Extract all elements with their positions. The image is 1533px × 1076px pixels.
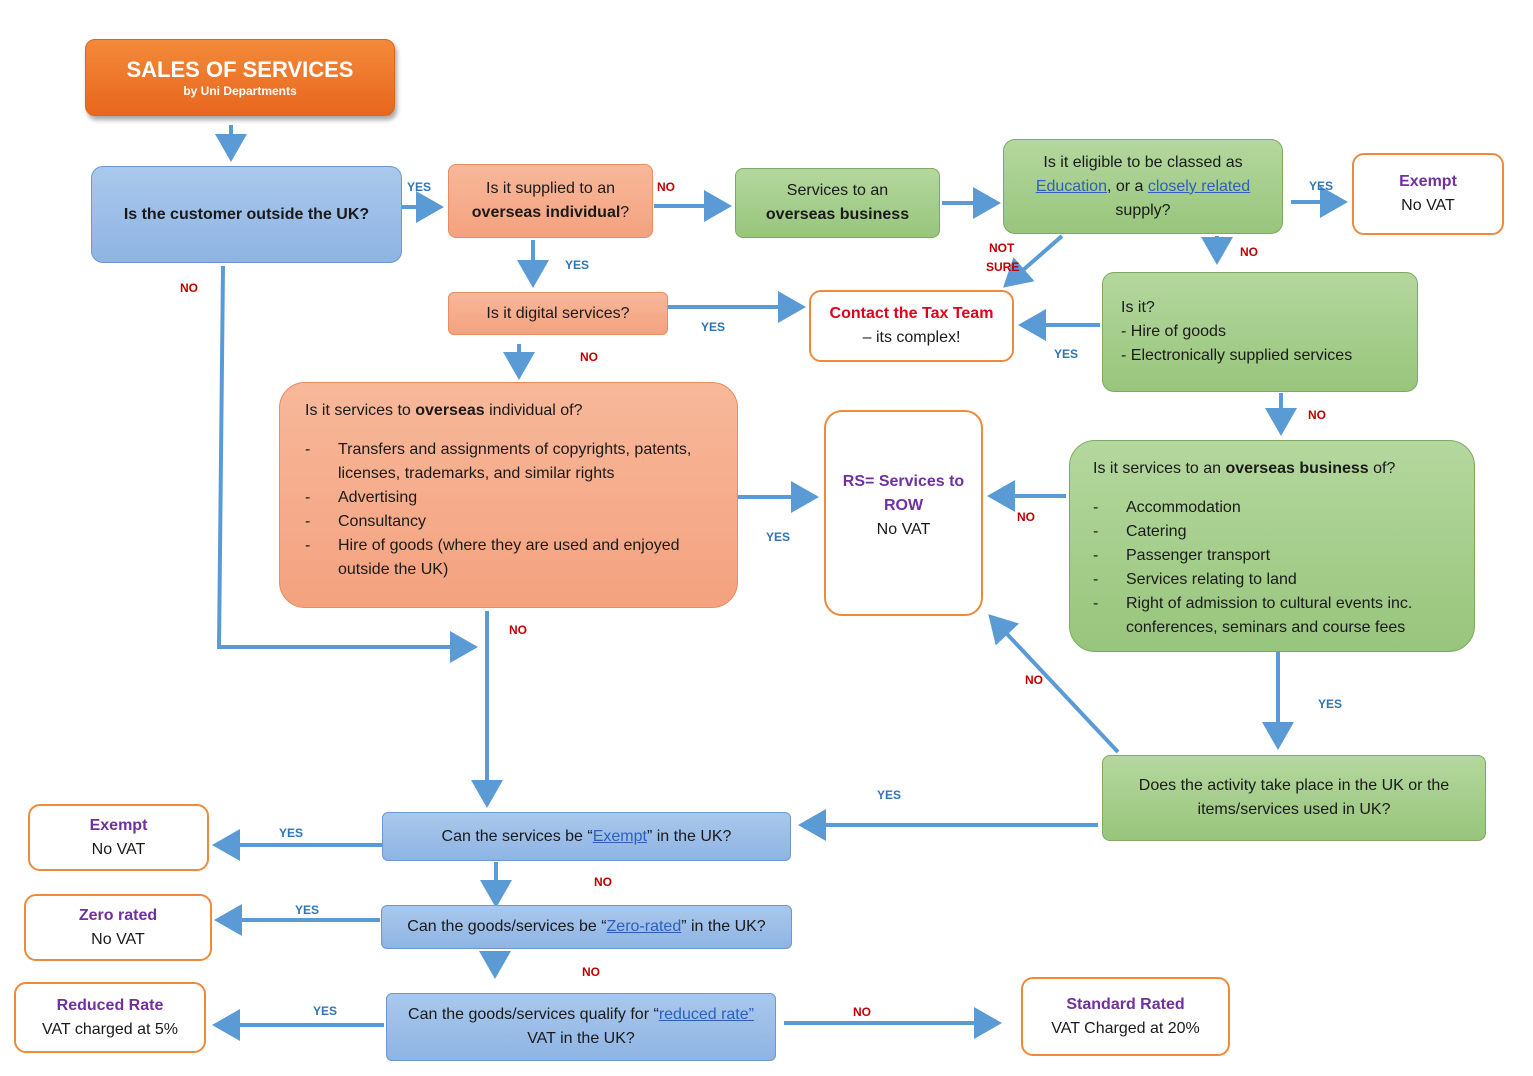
label-yes: YES <box>295 903 320 917</box>
outcome-contact-tax-team: Contact the Tax Team – its complex! <box>809 290 1014 362</box>
node-activity-in-uk: Does the activity take place in the UK o… <box>1102 755 1486 841</box>
title-box: SALES OF SERVICES by Uni Departments <box>85 39 395 116</box>
node-hire-electronic: Is it? - Hire of goods - Electronically … <box>1102 272 1418 392</box>
page-subtitle: by Uni Departments <box>183 83 297 98</box>
label-no: NO <box>1025 673 1043 687</box>
exempt-link[interactable]: Exempt <box>592 827 647 845</box>
label-no: NO <box>509 623 527 637</box>
label-yes: YES <box>1054 347 1079 361</box>
label-yes: YES <box>1318 697 1343 711</box>
list-item: Advertising <box>305 486 717 510</box>
outcome-zero-rated: Zero rated No VAT <box>24 894 212 961</box>
label-yes: YES <box>766 530 791 544</box>
label-yes: YES <box>565 258 590 272</box>
outcome-reduced-rate: Reduced Rate VAT charged at 5% <box>14 982 206 1053</box>
closely-related-link[interactable]: closely related <box>1147 177 1251 195</box>
node-overseas-individual: Is it supplied to an overseas individual… <box>448 164 653 238</box>
outcome-rs-services-row: RS= Services to ROW No VAT <box>824 410 983 616</box>
label-yes: YES <box>279 826 304 840</box>
node-services-overseas-business: Services to an overseas business <box>735 168 940 238</box>
label-yes: YES <box>701 320 726 334</box>
node-services-overseas-business-list: Is it services to an overseas business o… <box>1069 440 1475 652</box>
outcome-exempt-bottom: Exempt No VAT <box>28 804 209 871</box>
list-item: Services relating to land <box>1093 568 1454 592</box>
label-no: NO <box>580 350 598 364</box>
zero-rated-link[interactable]: Zero-rated <box>606 918 682 935</box>
node-customer-outside-uk-text: Is the customer outside the UK? <box>123 205 370 223</box>
node-can-be-zero-rated: Can the goods/services be “Zero-rated” i… <box>381 905 792 949</box>
label-no: NO <box>853 1005 871 1019</box>
list-item: Consultancy <box>305 510 717 534</box>
education-link[interactable]: Education <box>1035 177 1107 195</box>
node-services-overseas-individual: Is it services to overseas individual of… <box>279 382 738 608</box>
label-no: NO <box>594 875 612 889</box>
label-yes: YES <box>877 788 902 802</box>
label-yes: YES <box>1309 179 1334 193</box>
label-no: NO <box>1017 510 1035 524</box>
label-not-sure-1: NOT <box>989 241 1015 255</box>
arrow-activity-no <box>988 614 1120 754</box>
node-can-be-reduced-rate: Can the goods/services qualify for “redu… <box>386 993 776 1061</box>
label-yes: YES <box>313 1004 338 1018</box>
node-can-be-exempt: Can the services be “Exempt” in the UK? <box>382 812 791 861</box>
list-item: Passenger transport <box>1093 544 1454 568</box>
label-no: NO <box>1240 245 1258 259</box>
page-title: SALES OF SERVICES <box>126 56 354 82</box>
label-no: NO <box>657 180 675 194</box>
node-digital-services: Is it digital services? <box>448 292 668 335</box>
list-item: Catering <box>1093 520 1454 544</box>
label-no: NO <box>1308 408 1326 422</box>
node-customer-outside-uk: Is the customer outside the UK? <box>91 166 402 263</box>
label-yes: YES <box>407 180 432 194</box>
arrow-eligible-notsure <box>1002 234 1064 288</box>
label-no: NO <box>582 965 600 979</box>
label-not-sure-2: SURE <box>986 260 1020 274</box>
individual-services-list: Transfers and assignments of copyrights,… <box>305 438 717 582</box>
list-item: Right of admission to cultural events in… <box>1093 592 1454 640</box>
reduced-rate-link[interactable]: reduced rate” <box>658 1006 754 1023</box>
node-eligible-education: Is it eligible to be classed as Educatio… <box>1003 139 1283 234</box>
list-item: Transfers and assignments of copyrights,… <box>305 438 717 486</box>
outcome-standard-rated: Standard Rated VAT Charged at 20% <box>1021 977 1230 1056</box>
label-no: NO <box>180 281 198 295</box>
outcome-exempt-top: Exempt No VAT <box>1352 153 1504 235</box>
list-item: Hire of goods (where they are used and e… <box>305 534 717 582</box>
list-item: Accommodation <box>1093 496 1454 520</box>
business-services-list: Accommodation Catering Passenger transpo… <box>1093 496 1454 640</box>
arrow-customer-no <box>216 265 478 663</box>
